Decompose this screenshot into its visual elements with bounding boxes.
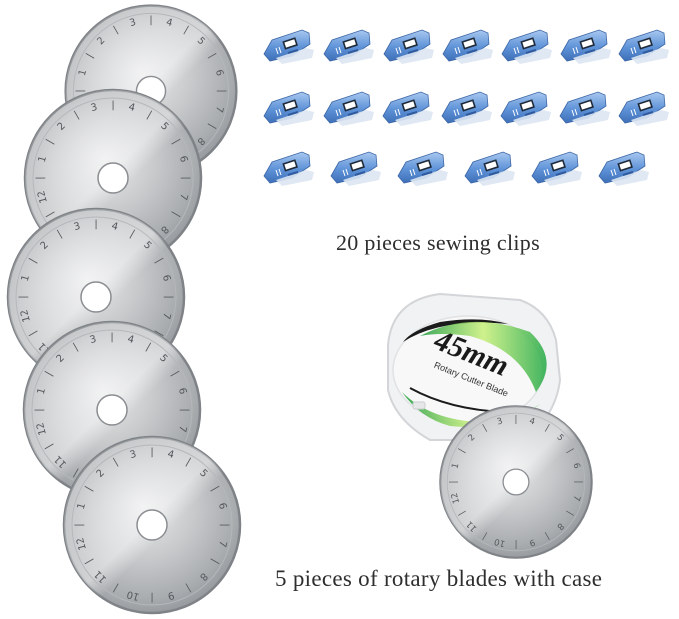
blade-case: 45mm Rotary Cutter Blade (387, 292, 562, 441)
sewing-clips-grid (263, 29, 670, 187)
rotary-blade-case-loose (439, 405, 593, 559)
caption-rotary-blades: 5 pieces of rotary blades with case (275, 566, 603, 591)
caption-sewing-clips: 20 pieces sewing clips (336, 230, 540, 255)
rotary-blade-5 (62, 435, 242, 615)
